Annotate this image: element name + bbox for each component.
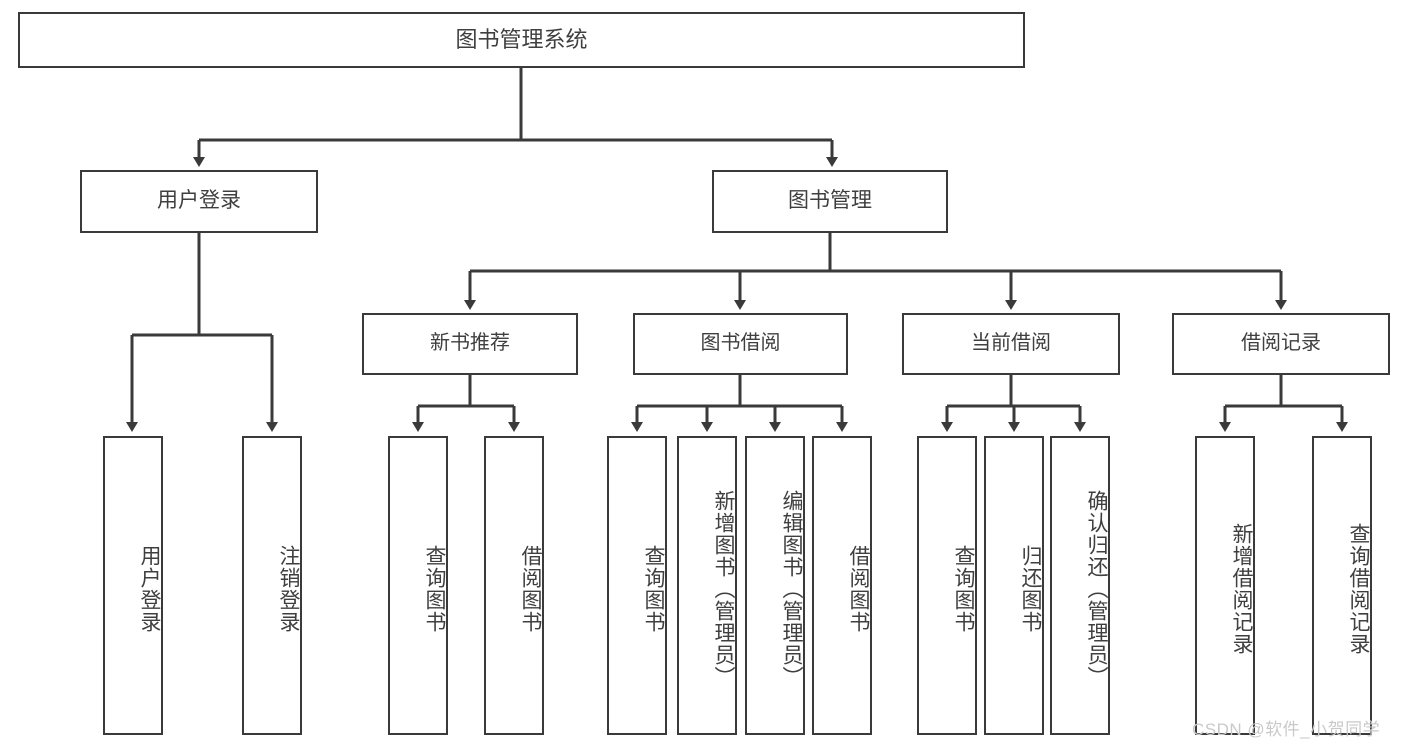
- node-label: 借阅图书: [519, 544, 542, 633]
- node-label: 确认归还（管理员）: [1085, 489, 1108, 688]
- node-user-login[interactable]: 用户登录: [80, 170, 318, 233]
- node-label: 当前借阅: [971, 332, 1051, 355]
- node-label: 图书管理: [788, 189, 872, 213]
- leaf-current-return-book[interactable]: 归还图书: [984, 436, 1044, 735]
- leaf-borrow-edit-book-admin[interactable]: 编辑图书（管理员）: [745, 436, 805, 735]
- leaf-current-query-book[interactable]: 查询图书: [917, 436, 977, 735]
- leaf-user-login-signout[interactable]: 注销登录: [242, 436, 302, 735]
- watermark-text: CSDN @软件_小贺同学: [1192, 720, 1381, 739]
- node-label: 新书推荐: [430, 332, 510, 355]
- leaf-borrow-add-book-admin[interactable]: 新增图书（管理员）: [677, 436, 737, 735]
- node-label: 查询图书: [423, 544, 446, 633]
- leaf-record-add-record[interactable]: 新增借阅记录: [1195, 436, 1255, 735]
- node-label: 用户登录: [157, 189, 241, 213]
- node-new-book-recommend[interactable]: 新书推荐: [362, 313, 578, 375]
- node-root-book-management-system[interactable]: 图书管理系统: [18, 12, 1025, 68]
- node-label: 新增图书（管理员）: [712, 489, 735, 688]
- node-label: 借阅图书: [847, 544, 870, 633]
- node-label: 查询图书: [642, 544, 665, 633]
- node-book-management[interactable]: 图书管理: [712, 170, 948, 233]
- leaf-user-login-signin[interactable]: 用户登录: [103, 436, 163, 735]
- node-label: 编辑图书（管理员）: [780, 489, 803, 688]
- node-label: 新增借阅记录: [1230, 522, 1253, 655]
- node-current-borrow[interactable]: 当前借阅: [902, 313, 1120, 375]
- node-label: 借阅记录: [1241, 332, 1321, 355]
- node-label: 归还图书: [1019, 544, 1042, 633]
- node-label: 图书借阅: [700, 332, 781, 355]
- node-label: 图书管理系统: [455, 27, 588, 53]
- leaf-borrow-query-book[interactable]: 查询图书: [607, 436, 667, 735]
- node-label: 查询图书: [952, 544, 975, 633]
- leaf-recommend-borrow-book[interactable]: 借阅图书: [484, 436, 544, 735]
- leaf-record-query-record[interactable]: 查询借阅记录: [1312, 436, 1372, 735]
- node-label: 用户登录: [138, 544, 161, 633]
- leaf-recommend-query-book[interactable]: 查询图书: [388, 436, 448, 735]
- leaf-borrow-borrow-book[interactable]: 借阅图书: [812, 436, 872, 735]
- node-label: 查询借阅记录: [1347, 522, 1370, 655]
- node-book-borrow[interactable]: 图书借阅: [633, 313, 848, 375]
- leaf-current-confirm-return-admin[interactable]: 确认归还（管理员）: [1050, 436, 1110, 735]
- node-borrow-record[interactable]: 借阅记录: [1172, 313, 1390, 375]
- node-label: 注销登录: [277, 544, 300, 633]
